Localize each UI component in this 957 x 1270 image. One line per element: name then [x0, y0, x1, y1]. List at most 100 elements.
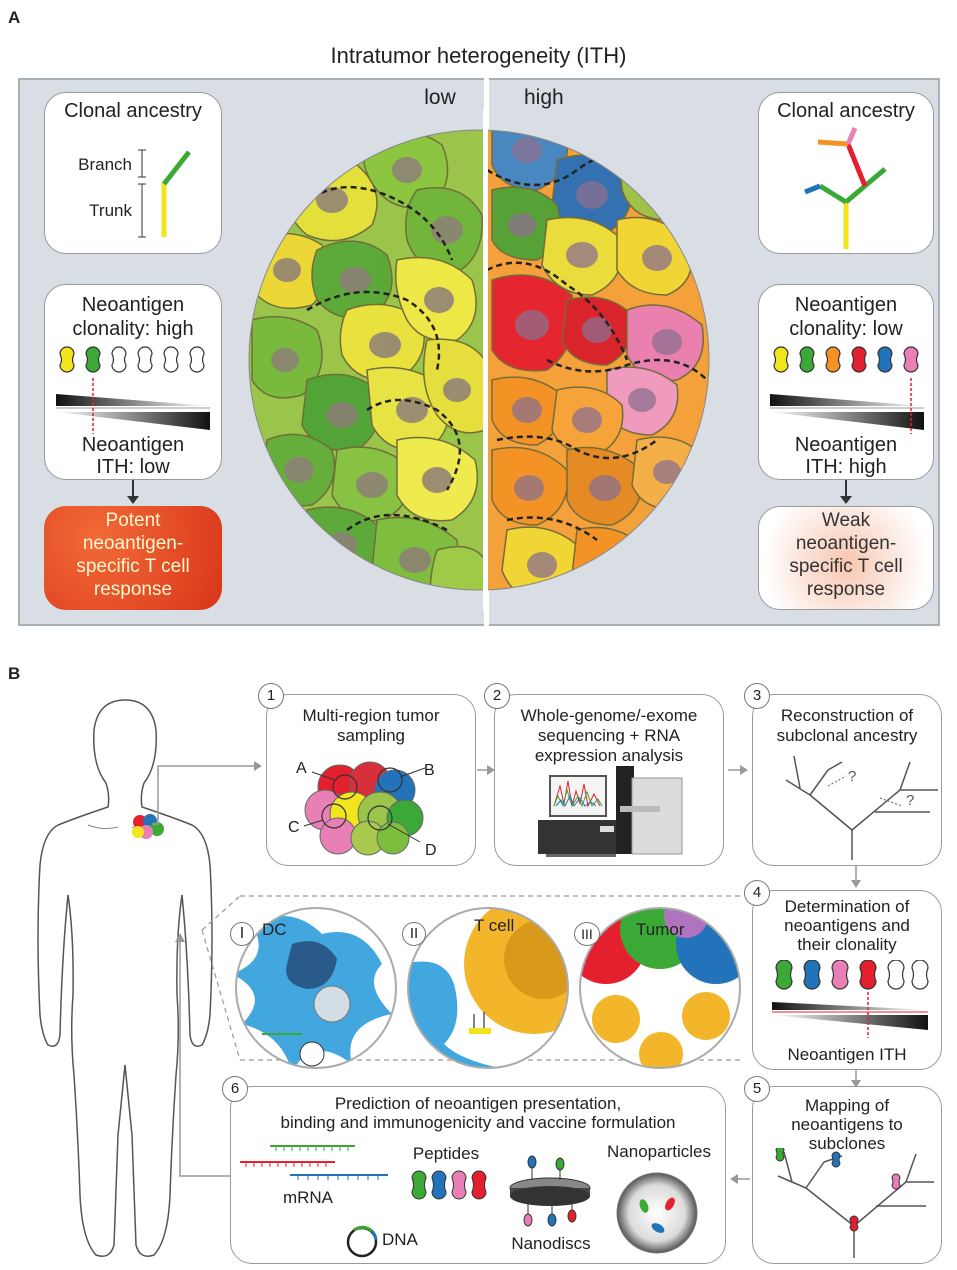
right-clonality-box [758, 284, 934, 480]
step4-neoantigen-gauge [772, 960, 929, 1038]
right-ancestry-title: Clonal ancestry [777, 100, 915, 122]
potent-response-box [44, 506, 222, 610]
right-clonality-line2: clonality: low [789, 318, 903, 340]
weak-line4: response [806, 579, 886, 600]
left-neoantigen-gauge [56, 346, 210, 434]
right-tree-icon [804, 126, 887, 249]
step6-line2: binding and immunogenicity and vaccine f… [280, 1113, 676, 1132]
branch-label: Branch [78, 155, 132, 174]
weak-line2: neoantigen- [795, 533, 897, 554]
left-arrow-head [127, 496, 139, 504]
step3-line2: subclonal ancestry [776, 726, 918, 745]
step2-line3: expression analysis [534, 746, 684, 765]
step4-line3: their clonality [797, 935, 897, 954]
step4-number: 4 [744, 880, 770, 906]
question-mark-2: ? [906, 792, 915, 809]
tumor-cell-circle [248, 110, 710, 610]
step3-box [752, 694, 942, 866]
step4-bottom-label: Neoantigen ITH [787, 1045, 907, 1064]
trunk-label: Trunk [89, 201, 132, 220]
region-a-label: A [296, 760, 307, 777]
right-arrow-line [845, 480, 847, 498]
circle-t-cell [407, 907, 569, 1069]
right-ith-line1: Neoantigen [794, 434, 898, 456]
potent-line2: neoantigen- [82, 533, 184, 554]
dna-label: DNA [382, 1230, 418, 1249]
left-ancestry-box [44, 92, 222, 254]
step1-title-line2: sampling [336, 726, 406, 745]
step6-number: 6 [222, 1076, 248, 1102]
circle-1-number: I [230, 922, 254, 946]
region-c-label: C [288, 819, 300, 836]
circle-tumor [579, 907, 741, 1069]
high-label: high [524, 86, 564, 109]
panel-b-letter: B [8, 664, 21, 683]
low-label: low [424, 86, 456, 109]
arrow-1-to-2 [477, 765, 495, 775]
step5-line1: Mapping of [804, 1096, 890, 1115]
step4-line2: neoantigens and [784, 916, 910, 935]
t-cell-label: T cell [474, 916, 515, 935]
potent-line3: specific T cell [76, 556, 190, 577]
weak-response-box [758, 506, 934, 610]
step2-number: 2 [484, 683, 510, 709]
region-b-label: B [424, 762, 435, 779]
right-neoantigen-gauge [770, 346, 924, 434]
right-clonality-line1: Neoantigen [794, 294, 898, 316]
step3-number: 3 [744, 683, 770, 709]
left-tree-icon [138, 149, 191, 238]
left-ith-line1: Neoantigen [81, 434, 185, 456]
mrna-label: mRNA [282, 1188, 334, 1207]
right-arrow-head [840, 496, 852, 504]
potent-line1: Potent [105, 510, 161, 531]
left-clonality-line1: Neoantigen [81, 294, 185, 316]
step6-to-body-connector [175, 933, 230, 1177]
multiregion-tumor-illustration [303, 761, 426, 856]
step1-number: 1 [258, 683, 284, 709]
potent-line4: response [93, 579, 173, 600]
step3-line1: Reconstruction of [780, 706, 914, 725]
step5-number: 5 [744, 1076, 770, 1102]
arrow-5-to-6 [730, 1174, 750, 1184]
tumor-label: Tumor [636, 920, 685, 939]
circle-3-number: III [574, 922, 600, 946]
peptides-label: Peptides [412, 1144, 480, 1163]
left-clonality-box [44, 284, 222, 480]
left-ith-line2: ITH: low [96, 456, 170, 478]
nanodiscs-label: Nanodiscs [511, 1234, 591, 1253]
step1-title-line1: Multi-region tumor [302, 706, 440, 725]
region-d-label: D [425, 842, 437, 859]
weak-line3: specific T cell [789, 556, 903, 577]
dna-plasmid-icon [346, 1225, 378, 1258]
nanodiscs-icon [509, 1155, 591, 1227]
step2-line1: Whole-genome/-exome [520, 706, 698, 725]
step5-line3: subclones [808, 1134, 886, 1153]
step2-line2: sequencing + RNA [537, 726, 681, 745]
panel-a-title: Intratumor heterogeneity (ITH) [330, 43, 627, 68]
panel-a-letter: A [8, 8, 21, 27]
arrow-4-to-5 [851, 1070, 861, 1088]
question-mark-1: ? [848, 768, 857, 785]
arrow-3-to-4 [851, 866, 861, 888]
sequencer-illustration [538, 766, 683, 857]
weak-line1: Weak [821, 510, 871, 531]
step5-box [752, 1086, 942, 1264]
left-clonality-line2: clonality: high [72, 318, 194, 340]
mrna-icon [240, 1145, 388, 1180]
nanoparticle-icon [616, 1172, 698, 1254]
body-to-step1-connector [152, 761, 262, 825]
circle-dc [235, 907, 397, 1069]
dc-label: DC [262, 920, 287, 939]
left-ancestry-title: Clonal ancestry [64, 100, 202, 122]
step5-line2: neoantigens to [791, 1115, 903, 1134]
subclonal-tree-illustration [785, 755, 938, 860]
nanoparticles-label: Nanoparticles [607, 1142, 711, 1161]
right-ith-line2: ITH: high [805, 456, 887, 478]
peptides-icon [411, 1170, 487, 1200]
mapped-tree-illustration [775, 1148, 934, 1258]
circle-2-number: II [402, 922, 426, 946]
step4-line1: Determination of [784, 897, 910, 916]
left-arrow-line [132, 480, 134, 498]
arrow-2-to-3 [728, 765, 748, 775]
step6-line1: Prediction of neoantigen presentation, [334, 1094, 622, 1113]
